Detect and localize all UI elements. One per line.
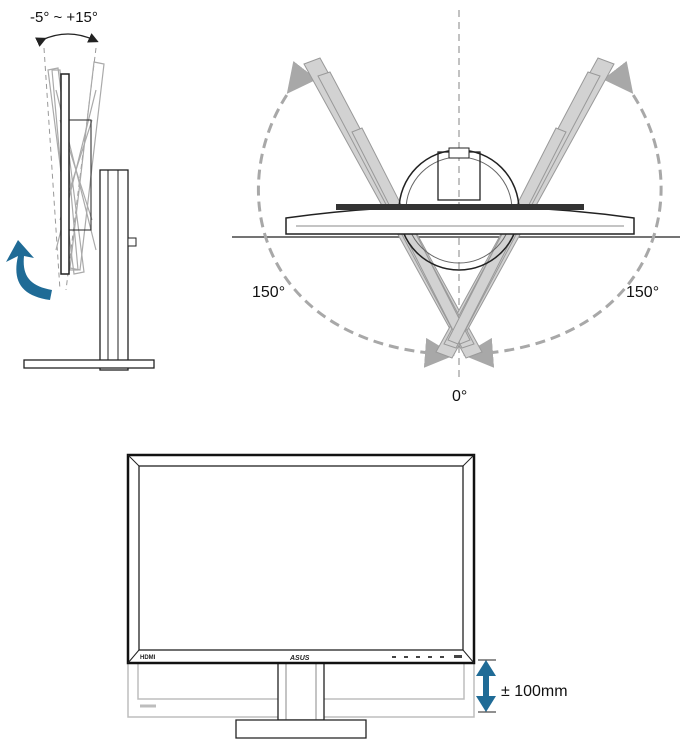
height-bezel-corner-tr	[462, 454, 475, 467]
tilt-side-view: -5° ~ +15°	[6, 9, 155, 371]
tilt-stand-neck	[99, 169, 129, 371]
height-monitor-buttons	[392, 655, 462, 658]
height-front-view: ASUS HDMI ASUS ± 100mm	[126, 453, 568, 739]
tilt-direction-arrow	[6, 240, 52, 300]
height-monitor-logo: ASUS	[289, 655, 310, 662]
height-stand-neck	[277, 661, 325, 721]
swivel-left-arc	[256, 60, 455, 368]
swivel-monitor-body	[285, 205, 635, 235]
swivel-monitor-panel	[336, 204, 584, 210]
swivel-right-angle-label: 150°	[626, 284, 659, 301]
height-stand-base	[235, 719, 367, 739]
tilt-panel-back	[68, 119, 92, 231]
height-monitor-screen	[138, 465, 464, 651]
swivel-left-angle-label: 150°	[252, 284, 285, 301]
height-bezel-corner-bl	[127, 649, 140, 664]
tilt-stand-base	[23, 359, 155, 369]
height-adjust-arrow	[476, 660, 496, 712]
tilt-stand-knob	[127, 237, 137, 247]
swivel-top-view: 150° 150° 0°	[232, 10, 680, 405]
height-bezel-corner-tl	[127, 454, 140, 467]
height-adjust-label: ± 100mm	[501, 683, 568, 700]
swivel-stand-cap	[448, 147, 470, 159]
swivel-zero-angle-label: 0°	[452, 388, 467, 405]
tilt-arc-arrow	[35, 33, 99, 47]
height-port-label: HDMI	[140, 655, 156, 661]
tilt-panel	[60, 73, 70, 275]
tilt-range-label: -5° ~ +15°	[30, 9, 98, 26]
swivel-right-arc	[463, 60, 663, 368]
tilt-guide-back	[43, 47, 61, 291]
tilt-ghost-panels	[47, 61, 105, 275]
height-bezel-corner-br	[462, 649, 475, 664]
